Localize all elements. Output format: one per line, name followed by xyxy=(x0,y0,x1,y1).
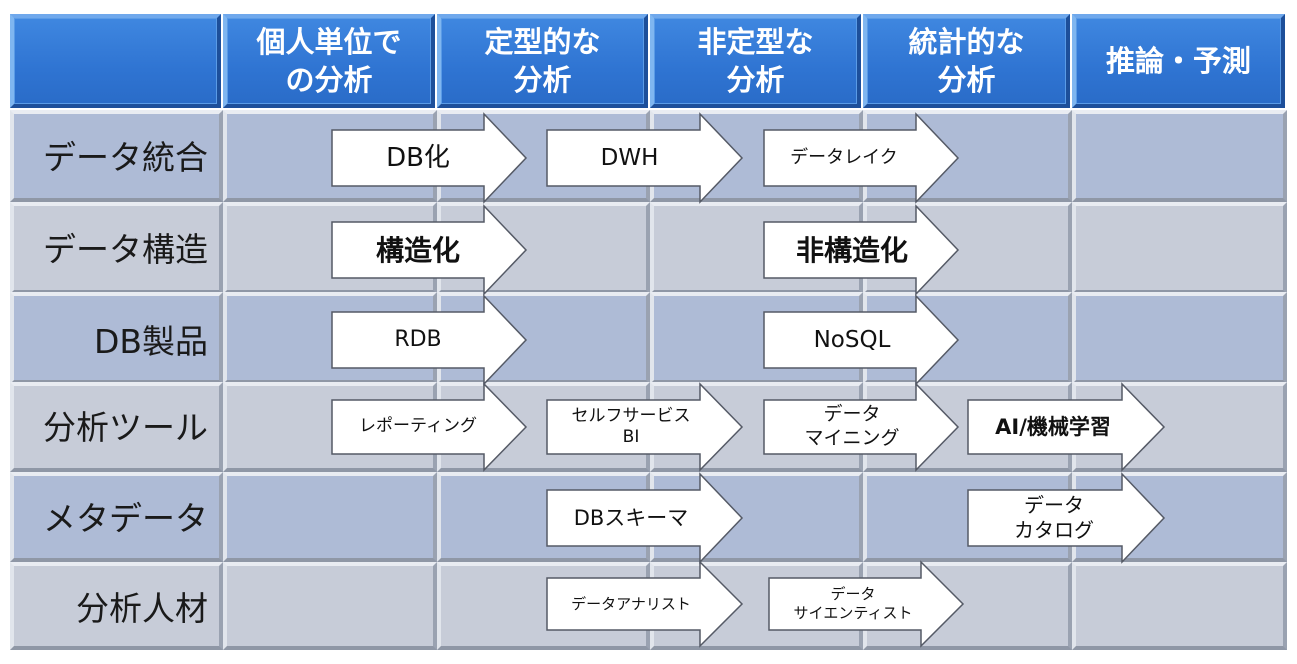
grid-cell xyxy=(223,472,437,562)
arrow-shape xyxy=(331,294,528,386)
arrow-shape xyxy=(763,382,960,472)
grid-cell xyxy=(1072,292,1287,384)
column-header-routine: 定型的な 分析 xyxy=(437,14,648,108)
header-corner xyxy=(10,14,221,108)
column-header-statistical: 統計的な 分析 xyxy=(863,14,1070,108)
grid-cell xyxy=(10,472,223,562)
arrow-shape xyxy=(546,112,744,204)
column-header-nonroutine: 非定型な 分析 xyxy=(650,14,861,108)
row-label-data-structure: データ構造 xyxy=(43,230,208,269)
grid-cell xyxy=(1072,110,1287,202)
arrow-shape xyxy=(768,560,965,648)
row-label-data-integration: データ統合 xyxy=(43,138,208,177)
arrow-label-data-catalog: データ カタログ xyxy=(1014,493,1094,542)
arrow-label-data-mining: データ マイニング xyxy=(804,403,900,449)
arrow-label-data-scientist: データ サイエンティスト xyxy=(793,585,913,622)
grid-cell xyxy=(10,292,223,384)
arrow-label-data-lake: データレイク xyxy=(790,146,898,168)
column-header-inference: 推論・予測 xyxy=(1072,14,1285,108)
arrow-shape xyxy=(546,382,744,472)
arrow-label-ai-ml: AI/機械学習 xyxy=(995,414,1111,439)
arrow-label-reporting: レポーティング xyxy=(359,416,477,437)
arrow-shape xyxy=(763,112,960,204)
arrow-shape xyxy=(331,204,528,296)
grid-cell xyxy=(1072,202,1287,294)
arrow-label-rdb: RDB xyxy=(394,327,442,353)
arrow-label-dwh: DWH xyxy=(600,144,659,171)
arrow-shape xyxy=(967,472,1166,564)
column-header-individual: 個人単位で の分析 xyxy=(223,14,435,108)
arrow-label-data-analyst: データアナリスト xyxy=(571,594,691,613)
row-label-analysis-talent: 分析人材 xyxy=(76,589,208,628)
grid-cell xyxy=(10,202,223,294)
arrow-label-db-ka: DB化 xyxy=(386,142,450,173)
arrow-shape xyxy=(763,294,960,386)
grid-cell xyxy=(223,562,437,650)
arrow-shape xyxy=(546,472,744,564)
arrow-shape xyxy=(331,112,528,204)
grid-cell xyxy=(10,110,223,202)
grid-cell xyxy=(1072,562,1287,650)
arrow-shape xyxy=(763,204,960,296)
row-label-analysis-tools: 分析ツール xyxy=(43,408,208,447)
arrow-label-hikouzouka: 非構造化 xyxy=(795,233,908,267)
arrow-shape xyxy=(331,382,528,472)
arrow-label-kouzouka: 構造化 xyxy=(375,233,460,267)
grid-cell xyxy=(1072,472,1287,562)
arrow-shape xyxy=(967,382,1166,472)
arrow-label-nosql: NoSQL xyxy=(813,326,891,353)
grid-cell xyxy=(10,562,223,650)
arrow-label-self-service-bi: セルフサービス BI xyxy=(571,405,691,447)
grid-cell xyxy=(10,382,223,472)
row-label-metadata: メタデータ xyxy=(43,499,208,538)
arrow-label-db-schema: DBスキーマ xyxy=(573,505,689,530)
arrow-shape xyxy=(546,560,744,648)
row-label-db-products: DB製品 xyxy=(93,322,208,361)
